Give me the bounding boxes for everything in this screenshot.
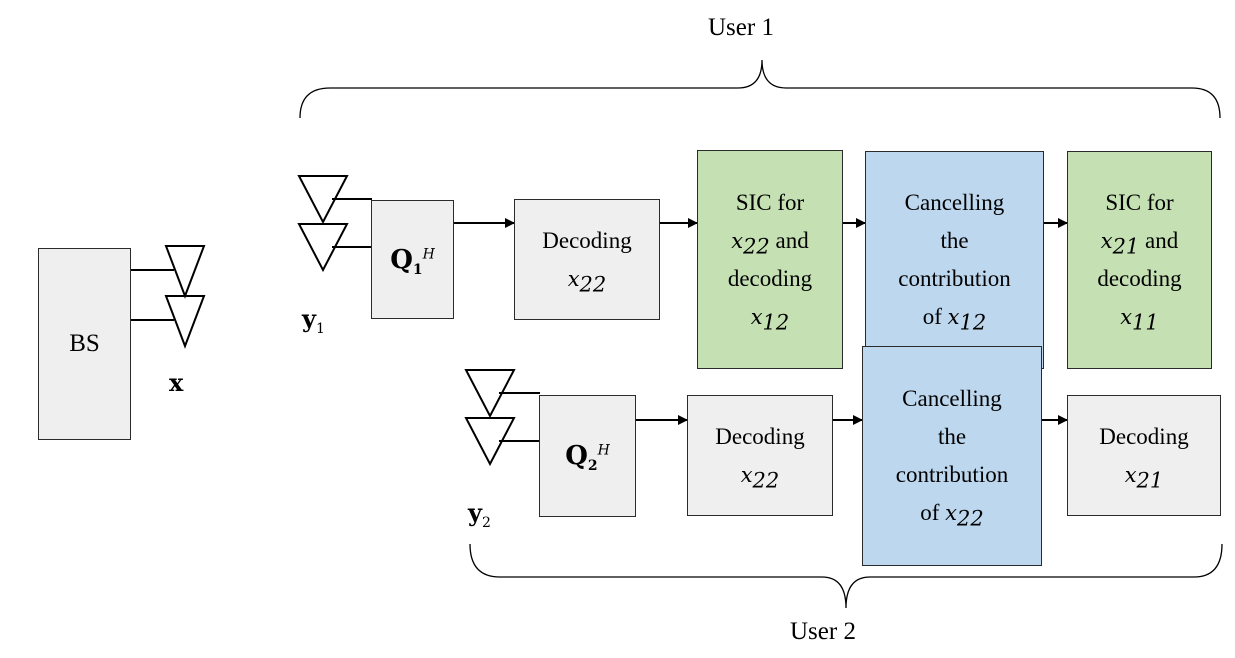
user1-sic1-line2: x22 and [731, 227, 809, 259]
user1-sic1-line4: x12 [750, 304, 790, 335]
user1-brace [299, 59, 1221, 119]
user1-sic1-line1: SIC for [735, 189, 805, 215]
user1-sic1-box: SIC for x22 and decoding x12 [697, 150, 843, 369]
user1-decode-var: x22 [567, 266, 607, 297]
user1-antenna-icon [297, 175, 372, 273]
user2-cancel-line4: of x22 [920, 500, 984, 531]
user2-decode2-var: x21 [1124, 462, 1164, 493]
user1-decode-box: Decoding x22 [514, 199, 660, 320]
user1-sic2-line4: x11 [1120, 305, 1159, 335]
user2-cancel-line3: contribution [895, 462, 1009, 487]
user2-q-label: Q2H [565, 441, 610, 475]
user2-cancel-line2: the [937, 424, 967, 449]
user2-signal-label: y2 [468, 498, 491, 531]
user1-sic2-line3: decoding [1097, 266, 1182, 291]
user2-decode-box: Decoding x22 [687, 395, 833, 516]
user2-q-box: Q2H [539, 395, 636, 517]
user1-q-label: Q1H [390, 244, 435, 278]
user2-decode-var: x22 [740, 462, 780, 493]
user1-title: User 1 [708, 14, 774, 41]
user1-signal-label: y1 [302, 304, 325, 337]
user2-decode2-box: Decoding x21 [1067, 395, 1221, 516]
user1-cancel-box: Cancelling the contribution of x12 [865, 151, 1044, 369]
user2-antenna-icon [464, 369, 540, 467]
user1-sic2-line2: x21 and [1100, 228, 1179, 259]
user1-cancel-line2: the [940, 228, 969, 253]
bs-label: BS [69, 330, 100, 357]
user1-sic2-line1: SIC for [1105, 190, 1174, 215]
bs-antenna-icon [130, 245, 206, 349]
user1-q-box: Q1H [371, 200, 454, 319]
user1-sic2-box: SIC for x21 and decoding x11 [1067, 151, 1212, 369]
user2-cancel-line1: Cancelling [902, 386, 1002, 411]
user1-cancel-line4: of x12 [922, 304, 987, 335]
user1-cancel-line3: contribution [898, 266, 1011, 291]
user1-cancel-line1: Cancelling [904, 190, 1005, 215]
user2-brace [469, 543, 1223, 609]
user2-decode-word: Decoding [715, 423, 805, 449]
user2-decode2-word: Decoding [1099, 423, 1189, 449]
bs-signal-label: x [169, 368, 184, 397]
bs-box: BS [38, 248, 131, 440]
user2-cancel-box: Cancelling the contribution of x22 [862, 346, 1042, 566]
user2-title: User 2 [790, 618, 856, 645]
user1-sic1-line3: decoding [727, 265, 813, 291]
user1-decode-word: Decoding [542, 227, 632, 253]
